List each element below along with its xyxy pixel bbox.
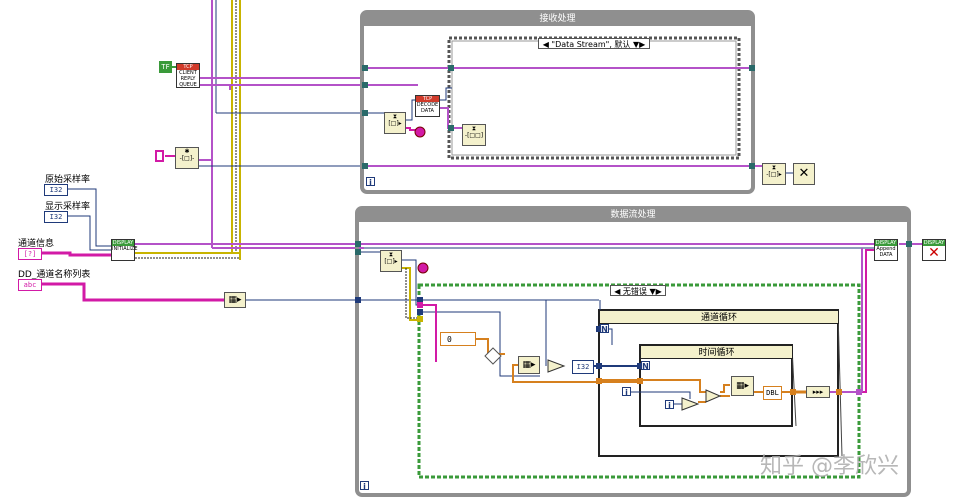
multiply-node	[681, 397, 700, 411]
add-node	[705, 389, 722, 403]
stream-loop-iteration-terminal[interactable]: i	[360, 481, 369, 491]
case-left-arrow-icon[interactable]: ◀	[542, 40, 549, 49]
build-cluster-node[interactable]: ▸▸▸	[806, 386, 830, 398]
cluster-constant[interactable]: 0	[440, 332, 476, 346]
case-left-arrow-icon[interactable]: ◀	[614, 287, 621, 296]
vi-header: DISPLAY	[875, 240, 897, 246]
left-wires[interactable]	[42, 188, 922, 302]
to-dbl-node[interactable]: DBL	[763, 386, 782, 400]
channel-names-terminal[interactable]: abc	[18, 279, 42, 291]
stream-case-label: 无错误	[622, 287, 647, 296]
time-loop-title: 时间循环	[640, 345, 793, 359]
case-dropdown-icon[interactable]: ▼▶	[649, 287, 662, 296]
array-size-node[interactable]: ▦▸	[224, 292, 246, 308]
vi-text: DECODE DATA	[416, 102, 439, 114]
error-indicator-top	[414, 126, 426, 138]
receive-case-label: "Data Stream", 默认	[551, 40, 631, 49]
tcp-client-reply-queue-vi[interactable]: TCP CLIENT REPLY QUEUE	[176, 63, 200, 88]
time-loop-count-terminal[interactable]: N	[641, 361, 650, 371]
close-x-icon: ✕	[928, 245, 940, 261]
release-close-node[interactable]: ✕	[793, 163, 815, 185]
display-close-vi[interactable]: DISPLAY ✕	[922, 239, 946, 261]
channel-info-label: 通道信息	[18, 239, 55, 249]
vi-text: CLIENT REPLY QUEUE	[179, 70, 197, 88]
display-initialize-vi[interactable]: DISPLAY INITIALIZE	[111, 239, 138, 261]
stream-case-selector[interactable]: ◀ 无错误 ▼▶	[610, 285, 666, 296]
vi-header: DISPLAY	[112, 240, 134, 246]
tcp-decode-data-vi[interactable]: TCP DECODE DATA	[415, 95, 440, 117]
case-dropdown-icon[interactable]: ▼▶	[632, 40, 646, 49]
index-array-node[interactable]: ▦▸	[518, 356, 540, 374]
dequeue-element-node[interactable]: ⧗[□]▸	[384, 112, 406, 134]
dequeue-stream-node[interactable]: ⧗[□]▸	[380, 250, 402, 272]
channel-info-terminal[interactable]: [?]	[18, 248, 42, 260]
error-indicator-bottom	[417, 262, 429, 274]
display-rate-terminal[interactable]: I32	[44, 211, 68, 223]
true-constant[interactable]: TF	[159, 61, 172, 73]
display-rate-label: 显示采样率	[45, 202, 91, 212]
watermark: 知乎 @李欣兴	[760, 454, 899, 479]
receive-loop-iteration-terminal[interactable]: i	[366, 177, 375, 187]
string-control[interactable]	[155, 150, 164, 162]
time-loop-iteration-terminal[interactable]: i	[665, 400, 674, 410]
channel-loop-count-terminal[interactable]: N	[600, 324, 609, 334]
raw-rate-terminal[interactable]: I32	[44, 184, 68, 196]
operator-nodes[interactable]	[414, 126, 722, 411]
raw-rate-label: 原始采样率	[45, 175, 91, 185]
error-wires[interactable]	[135, 0, 241, 260]
vi-text: INITIALIZE	[112, 246, 138, 252]
reference-wires[interactable]	[165, 0, 364, 249]
obtain-queue-node[interactable]: ✱-[□]-	[175, 147, 199, 169]
stream-frame-title: 数据流处理	[357, 208, 909, 222]
receive-frame-title: 接收处理	[362, 12, 753, 26]
vi-header: TCP	[177, 64, 199, 70]
queue-element-node[interactable]: ⧗-[□□]	[462, 124, 486, 146]
vi-header: TCP	[416, 96, 439, 102]
vi-text: Append DATA	[876, 246, 896, 258]
build-array-node[interactable]: ▦▸	[731, 376, 754, 396]
channel-names-label: DD_通道名称列表	[18, 270, 91, 280]
to-i32-node[interactable]: I32	[572, 360, 594, 374]
display-append-data-vi[interactable]: DISPLAY Append DATA	[874, 239, 898, 261]
channel-loop-iteration-terminal[interactable]: i	[622, 387, 631, 397]
divide-node	[547, 359, 566, 373]
vi-header: DISPLAY	[923, 240, 945, 246]
release-queue-node[interactable]: ⧗-[□]▸	[762, 163, 786, 185]
merge-node	[484, 347, 502, 365]
channel-loop-title: 通道循环	[599, 310, 839, 324]
receive-case-selector[interactable]: ◀ "Data Stream", 默认 ▼▶	[538, 38, 650, 49]
